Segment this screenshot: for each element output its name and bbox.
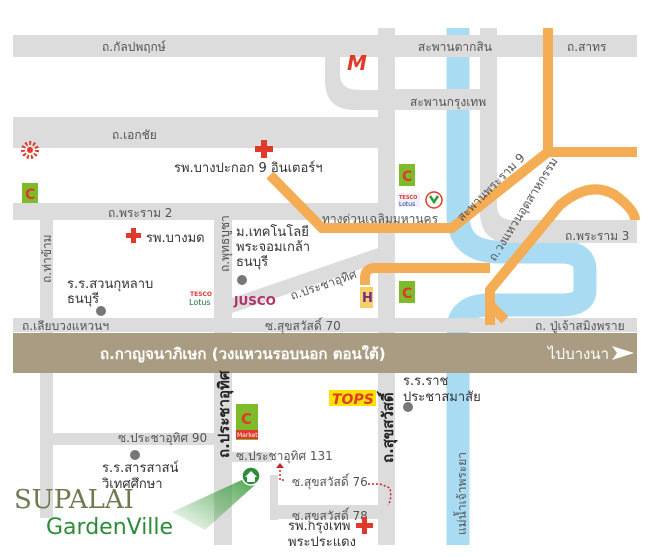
location-dot-icon bbox=[237, 275, 247, 285]
road-label: ซ.ประชาอุทิศ 131 bbox=[236, 449, 333, 464]
to-bangna-label: ไปบางนา bbox=[547, 345, 609, 363]
road-label: ถ.กัลปพฤกษ์ bbox=[102, 40, 166, 54]
expressways bbox=[266, 28, 640, 325]
place-label: รพ.บางปะกอก 9 อินเตอร์ฯ bbox=[174, 160, 323, 176]
road-label: ซ.สุขสวัสดิ์ 78 bbox=[292, 507, 368, 524]
kanchanaphisek-label: ถ.กาญจนาภิเษก (วงแหวนรอบนอก ตอนใต้) bbox=[100, 345, 386, 363]
place-label: ร.ร.สารสาสน์ bbox=[102, 460, 179, 476]
place-label: วิเทศศึกษา bbox=[101, 477, 162, 492]
bigc-logo: C bbox=[22, 183, 38, 203]
hospital-icon bbox=[126, 228, 141, 243]
tesco-lotus-logo: TESCO Lotus bbox=[189, 291, 212, 307]
road-label: ถ. ปู่เจ้าสมิงพราย bbox=[535, 319, 625, 334]
brand-gardenville: GardenVille bbox=[46, 515, 173, 540]
tesco-lotus-logo: TESCO Lotus bbox=[398, 193, 420, 208]
roads bbox=[13, 28, 637, 545]
arrow-right-icon bbox=[612, 346, 634, 360]
svg-text:C: C bbox=[25, 187, 35, 203]
place-label: ร.ร.ราช bbox=[403, 374, 449, 389]
road-label: ทางด่วนเฉลิมมหานคร bbox=[322, 212, 439, 226]
brand-supalai: SUPALAI bbox=[14, 485, 134, 515]
road-label: ถ.สุขสวัสดิ์ bbox=[376, 390, 398, 463]
road-label: ซ.ประชาอุทิศ 90 bbox=[118, 431, 207, 446]
homepro-logo: H bbox=[360, 287, 373, 308]
bigc-market-logo: C Market bbox=[236, 404, 258, 440]
svg-text:C: C bbox=[402, 286, 412, 302]
svg-text:H: H bbox=[362, 291, 373, 306]
svg-text:TOPS: TOPS bbox=[332, 392, 374, 408]
bigc-logo: C bbox=[399, 281, 415, 303]
bigc-logo: C bbox=[399, 164, 415, 186]
road-label: ถ.พระราม 3 bbox=[565, 229, 629, 243]
location-beam bbox=[172, 478, 256, 530]
road-label: ซ.สุขสวัสดิ์ 70 bbox=[265, 317, 341, 334]
river-label: แม่น้ำเจ้าพระยา bbox=[453, 452, 469, 535]
road-label: ถ.ประชาอุทิศ bbox=[215, 370, 234, 458]
project-home-marker-icon[interactable] bbox=[241, 466, 261, 486]
bigc-market-label: Market bbox=[237, 432, 258, 439]
place-label: ม.เทคโนโลยี bbox=[236, 224, 309, 240]
location-dot-icon bbox=[403, 402, 413, 412]
road-label: สะพานกรุงเทพ bbox=[410, 95, 486, 110]
hospital-icon bbox=[255, 140, 273, 158]
road-label: สะพานตากสิน bbox=[418, 40, 492, 54]
place-label: พระประแดง bbox=[288, 535, 356, 550]
place-label: รพ.บางมด bbox=[146, 231, 205, 246]
svg-text:Lotus: Lotus bbox=[399, 201, 415, 208]
kasikorn-logo-icon bbox=[425, 191, 443, 209]
place-label: ธนบุรี bbox=[67, 291, 99, 307]
tops-logo: TOPS bbox=[329, 390, 376, 408]
star-logo-icon bbox=[21, 141, 39, 159]
place-label: ธนบุรี bbox=[236, 254, 268, 270]
location-dot-icon bbox=[130, 450, 140, 460]
chao-phraya-river bbox=[446, 28, 597, 545]
svg-text:C: C bbox=[402, 169, 412, 185]
svg-text:TESCO: TESCO bbox=[190, 291, 212, 298]
jusco-logo: JUSCO bbox=[233, 294, 276, 308]
road-label: ถ.พระราม 2 bbox=[108, 206, 172, 220]
route-path bbox=[279, 466, 392, 506]
svg-text:C: C bbox=[241, 410, 252, 428]
road-label: ถ.เลียบวงแหวนฯ bbox=[22, 319, 109, 333]
road-label: ถ.พุทธบูชา bbox=[218, 215, 233, 272]
road-label: ถ.สาทร bbox=[567, 40, 607, 54]
place-label: พระจอมเกล้า bbox=[236, 240, 310, 255]
kanchanaphisek-road bbox=[13, 333, 637, 373]
hospital-icon bbox=[356, 517, 373, 534]
road-label: ถ.เอกชัย bbox=[112, 128, 157, 142]
place-label: ร.ร.สวนกุหลาบ bbox=[67, 277, 153, 292]
place-label: ประชาสมาสัย bbox=[403, 390, 481, 405]
route-arrow-icon bbox=[276, 463, 284, 468]
road-label: ถ.ท่าข้าม bbox=[40, 234, 54, 283]
location-dot-icon bbox=[96, 306, 106, 316]
market-logo-icon: M bbox=[347, 51, 367, 75]
svg-text:Lotus: Lotus bbox=[189, 298, 211, 307]
place-label: รพ.กรุงเทพ bbox=[288, 519, 350, 534]
road-label: ซ.สุขสวัสดิ์ 76 bbox=[292, 473, 368, 490]
svg-text:TESCO: TESCO bbox=[399, 195, 417, 201]
